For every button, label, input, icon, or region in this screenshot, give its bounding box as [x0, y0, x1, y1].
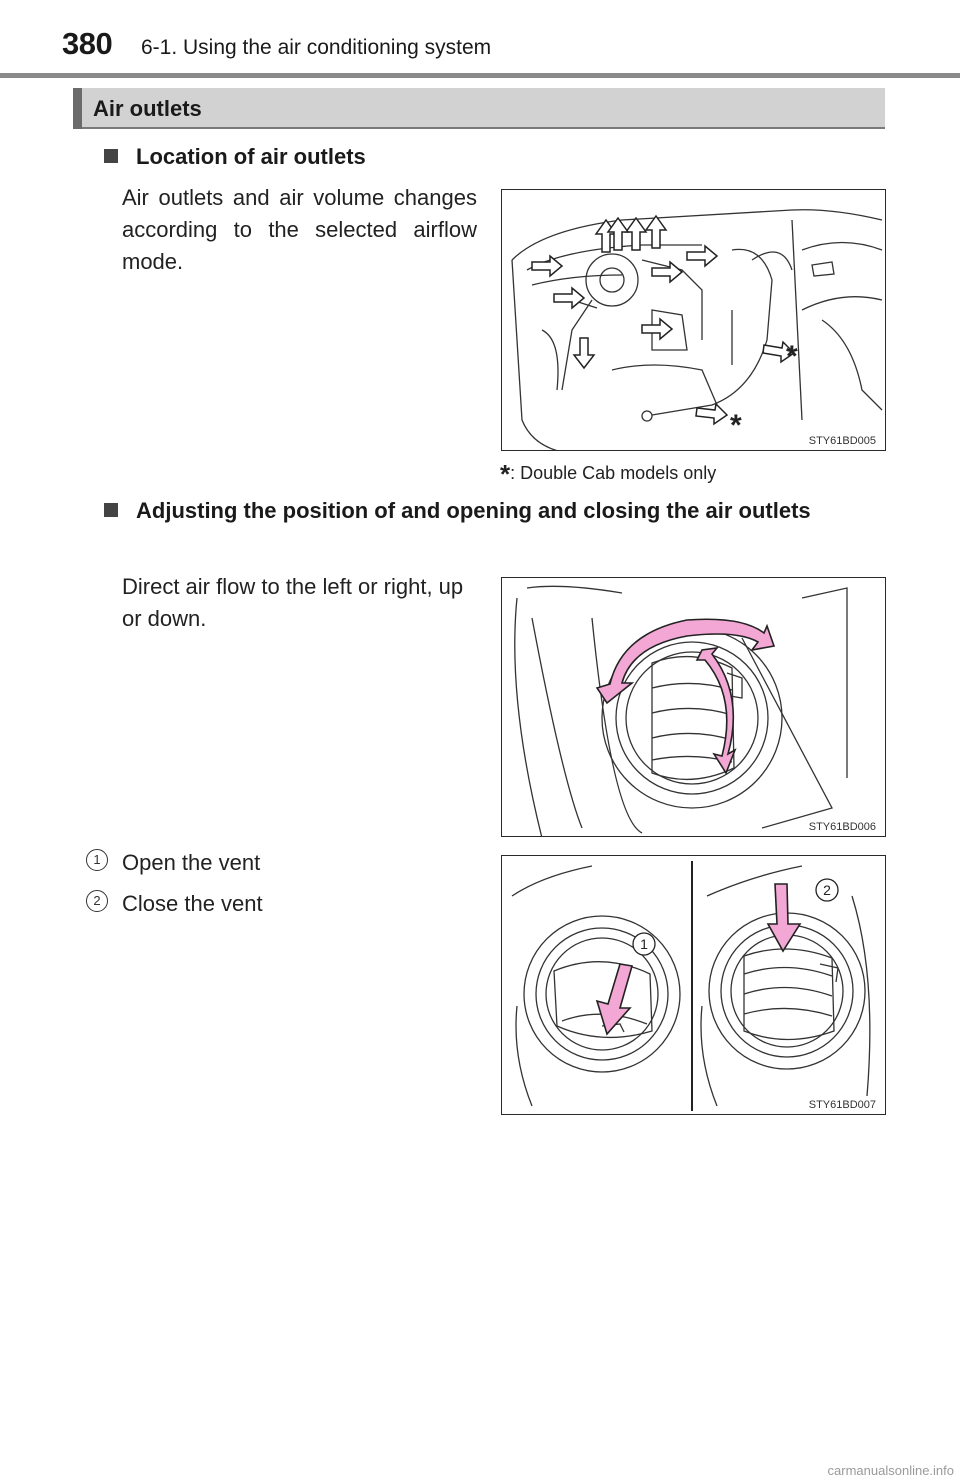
- cabin-illustration-graphic: * *: [511, 209, 883, 450]
- cabin-air-outlets-illustration: * * STY61BD005: [501, 189, 886, 451]
- section-heading-bar: Air outlets: [73, 88, 885, 129]
- header-divider: [0, 73, 960, 78]
- vent-open-close-illustration: 1 2 STY61BD007: [501, 855, 886, 1115]
- number-badge-1: 1: [86, 849, 108, 871]
- list-item-close: Close the vent: [122, 891, 263, 916]
- square-bullet-icon: [104, 149, 118, 163]
- adjusting-description: Direct air flow to the left or right, up…: [122, 574, 464, 631]
- square-bullet-icon: [104, 503, 118, 517]
- location-description: Air outlets and air volume changes accor…: [122, 185, 477, 274]
- subheading-adjusting-text: Adjusting the position of and opening an…: [136, 498, 811, 523]
- footnote-text: : Double Cab models only: [510, 463, 717, 483]
- subheading-adjusting: Adjusting the position of and opening an…: [104, 495, 886, 526]
- asterisk-mark: *: [786, 340, 798, 373]
- footnote: *: Double Cab models only: [500, 455, 717, 489]
- watermark: carmanualsonline.info: [827, 1463, 954, 1478]
- vent-direction-illustration: STY61BD006: [501, 577, 886, 837]
- callout-number: 1: [640, 936, 648, 952]
- page-number: 380: [62, 26, 113, 61]
- subheading-location: Location of air outlets: [104, 141, 366, 172]
- callout-number: 2: [823, 882, 831, 898]
- asterisk-mark: *: [730, 409, 742, 442]
- number-badge-2: 2: [86, 890, 108, 912]
- vent-open-close-graphic: 1 2: [511, 861, 871, 1111]
- figure-code: STY61BD007: [807, 1099, 877, 1111]
- subheading-location-text: Location of air outlets: [136, 144, 366, 169]
- section-title: Air outlets: [93, 96, 202, 121]
- footnote-asterisk: *: [500, 459, 511, 489]
- vent-direction-graphic: [514, 585, 848, 836]
- list-item-open: Open the vent: [122, 850, 261, 875]
- chapter-title: 6-1. Using the air conditioning system: [141, 36, 492, 59]
- figure-code: STY61BD005: [807, 435, 877, 447]
- figure-code: STY61BD006: [807, 821, 877, 833]
